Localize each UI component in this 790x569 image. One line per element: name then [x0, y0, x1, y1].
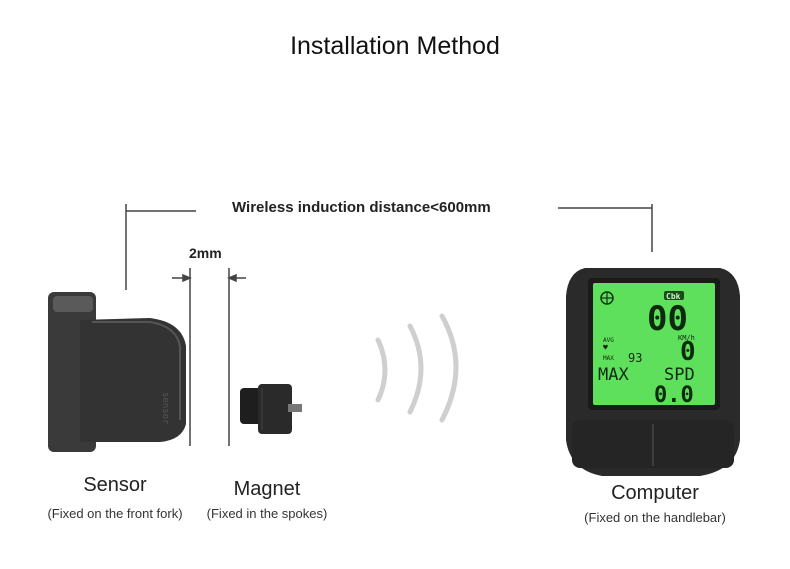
- heart-icon: ♥: [603, 343, 608, 352]
- computer-name: Computer: [611, 482, 699, 504]
- computer-note: (Fixed on the handlebar): [584, 510, 726, 525]
- lcd-screen: [593, 283, 715, 405]
- lcd-mode-left: MAX: [598, 365, 629, 385]
- lcd-bottom-value: 0.0: [654, 383, 694, 408]
- lcd-speed: 00: [647, 299, 688, 339]
- lcd-mid-value: 0: [680, 337, 696, 367]
- lcd-small-value: 93: [628, 351, 642, 365]
- magnet-note: (Fixed in the spokes): [206, 506, 328, 521]
- gap-label: 2mm: [189, 245, 222, 261]
- lcd-mode-right: SPD: [664, 365, 695, 385]
- distance-label: Wireless induction distance<600mm: [232, 199, 491, 216]
- lcd-avg-label: AVG: [603, 337, 614, 344]
- distance-bracket: [125, 204, 653, 290]
- computer-device: Cbk 00 KM/h AVG ♥ MAX 93 0 MAX SPD 0.0: [566, 268, 740, 476]
- gap-bracket: [172, 268, 246, 446]
- sensor-name: Sensor: [83, 474, 147, 496]
- lcd-speed-unit: KM/h: [678, 334, 695, 342]
- magnet-device: [240, 384, 302, 434]
- magnet-name: Magnet: [233, 478, 301, 500]
- sensor-device: sensor: [48, 292, 186, 452]
- sensor-note: (Fixed on the front fork): [47, 506, 183, 521]
- lcd-max-label: MAX: [603, 355, 614, 362]
- svg-text:sensor: sensor: [160, 392, 170, 425]
- diagram-title: Installation Method: [290, 32, 500, 60]
- wireless-wave-icon: [375, 313, 459, 423]
- lcd-brand: Cbk: [666, 292, 681, 301]
